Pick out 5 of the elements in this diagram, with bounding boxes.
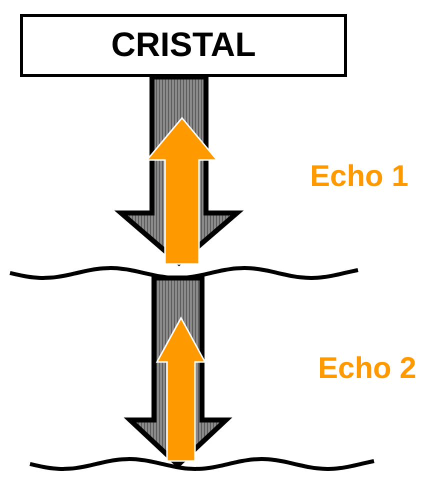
box-label: CRISTAL — [111, 26, 256, 65]
echo-label: Echo 2 — [318, 352, 416, 386]
echo-label: Echo 1 — [310, 160, 408, 194]
crystal-box — [20, 14, 347, 77]
block-arrow — [156, 316, 206, 462]
